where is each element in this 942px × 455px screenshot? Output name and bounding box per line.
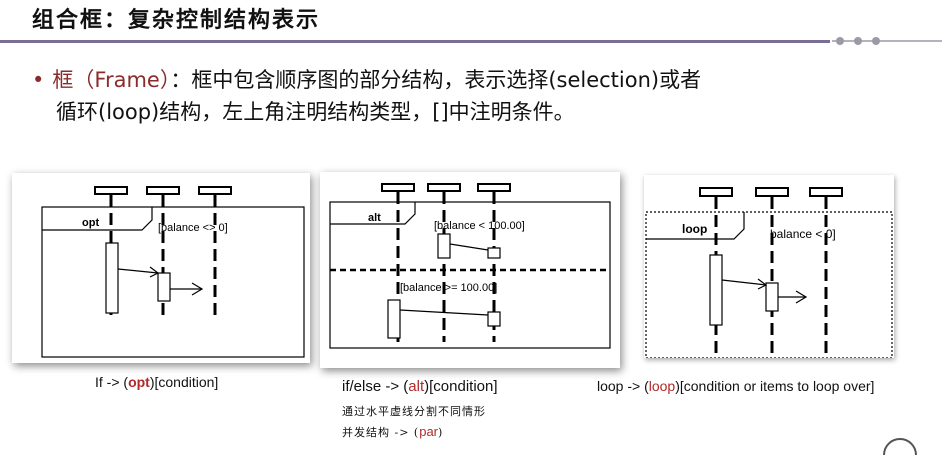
alt-diagram: alt [balance < 100.00] [balance >= 100.0… <box>320 172 620 368</box>
caption-alt: if/else -> (alt)[condition] <box>342 378 498 395</box>
alt-tag: alt <box>368 212 381 224</box>
caption-par: 并发结构 -> (par) <box>342 424 443 440</box>
decorative-dots <box>832 37 942 45</box>
bullet-term: 框（Frame） <box>52 68 171 92</box>
caption-par-keyword: par <box>419 424 439 439</box>
caption-loop: loop -> (loop)[condition or items to loo… <box>597 378 874 394</box>
caption-alt-post: )[condition] <box>424 378 498 395</box>
title-rule <box>0 40 830 43</box>
caption-opt-post: )[condition] <box>149 374 219 390</box>
caption-par-pre: 并发结构 -> ( <box>342 426 420 439</box>
corner-logo-icon <box>883 438 917 455</box>
caption-alt-keyword: alt <box>408 378 425 395</box>
caption-par-post: ) <box>438 426 444 439</box>
alt-guard-2: [balance >= 100.00] <box>400 282 497 294</box>
bullet-line-2: 循环(loop)结构，左上角注明结构类型，[]中注明条件。 <box>56 100 575 124</box>
loop-guard: balance < 0] <box>770 227 836 241</box>
opt-guard: [balance <> 0] <box>158 222 228 234</box>
caption-opt: If -> (opt)[condition] <box>95 374 218 390</box>
caption-opt-keyword: opt <box>128 374 150 390</box>
bullet-text-1: ：框中包含顺序图的部分结构，表示选择(selection)或者 <box>170 68 702 92</box>
alt-guard-1: [balance < 100.00] <box>434 220 525 232</box>
slide-title: 组合框：复杂控制结构表示 <box>32 7 321 33</box>
bullet-line-1: • 框（Frame）：框中包含顺序图的部分结构，表示选择(selection)或者 <box>32 64 701 94</box>
caption-loop-post: )[condition or items to loop over] <box>675 378 875 394</box>
opt-diagram: opt [balance <> 0] <box>12 173 310 363</box>
caption-loop-pre: loop -> ( <box>597 378 649 394</box>
opt-tag: opt <box>82 217 99 229</box>
loop-diagram: loop balance < 0] <box>644 175 894 359</box>
bullet-dot: • <box>32 68 45 92</box>
caption-opt-pre: If -> ( <box>95 374 129 390</box>
loop-tag: loop <box>682 222 707 236</box>
caption-alt-note: 通过水平虚线分割不同情形 <box>342 405 486 418</box>
caption-loop-keyword: loop <box>648 378 676 394</box>
caption-alt-pre: if/else -> ( <box>342 378 409 395</box>
